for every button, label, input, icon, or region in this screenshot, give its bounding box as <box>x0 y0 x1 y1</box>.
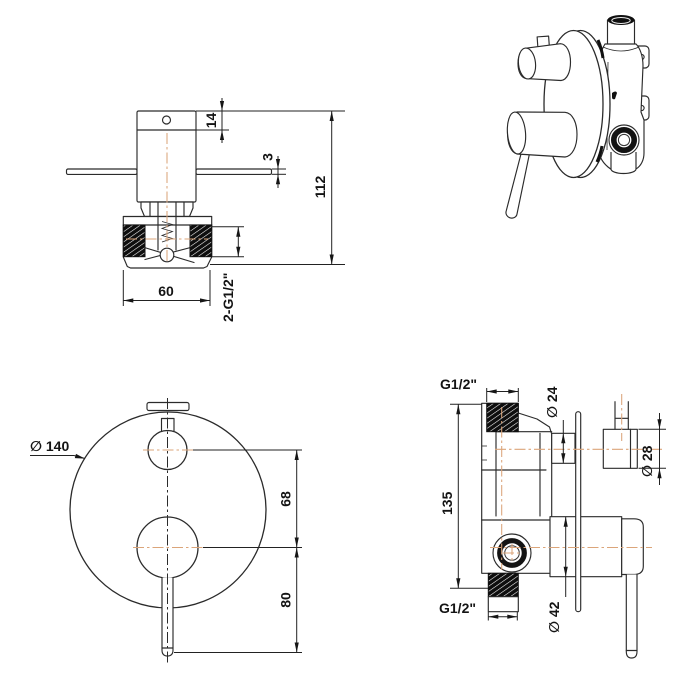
bottom-pipe-stub <box>487 596 519 613</box>
wall-plate-edge-section <box>575 411 582 613</box>
dim-body-width: 60 <box>122 270 211 306</box>
dim-label: 60 <box>158 283 174 299</box>
diverter-knob-section <box>602 401 638 469</box>
dim-center-spacing: 68 <box>193 449 302 548</box>
valve-body-section <box>481 402 553 613</box>
mixer-handle-3d <box>505 111 578 219</box>
dim-label: ∅ 42 <box>546 601 562 633</box>
dim-label: 14 <box>203 113 219 129</box>
rough-in-body-3d <box>597 15 650 175</box>
thread-port-left <box>122 224 146 258</box>
view-front: ∅ 140 68 80 <box>30 398 302 663</box>
dim-label: G1/2" <box>440 376 477 392</box>
handle-lever <box>505 151 531 219</box>
dim-stem-diameter: ∅ 24 <box>544 386 566 464</box>
handle-lever-section <box>625 574 638 659</box>
valve-body-side <box>122 215 213 269</box>
dim-top-thread: G1/2" <box>440 376 519 402</box>
view-side-elevation: 14 3 112 60 <box>65 98 345 322</box>
dim-handle-diameter: ∅ 42 <box>546 516 568 633</box>
dim-lever-length: 80 <box>174 547 302 653</box>
view-3d-perspective <box>505 15 650 219</box>
dim-label: 112 <box>312 175 328 198</box>
dim-label: 135 <box>439 491 455 515</box>
dim-cap-height: 14 <box>196 98 345 143</box>
dim-label: 68 <box>278 491 294 507</box>
dim-label: ∅ 28 <box>639 445 655 477</box>
dim-label: G1/2" <box>439 600 476 616</box>
thread-port-right <box>189 224 213 258</box>
diverter-knob-3d <box>517 35 572 82</box>
dim-label: ∅ 24 <box>544 386 560 418</box>
dim-body-height: 135 <box>439 403 488 589</box>
set-screw-hole <box>161 115 172 125</box>
dim-label: ∅ 140 <box>30 438 69 454</box>
mixer-handle-section <box>549 516 644 659</box>
bottom-thread-port <box>487 572 519 598</box>
top-thread-port <box>486 402 519 433</box>
dim-knob-diameter: ∅ 28 <box>638 413 666 485</box>
dim-plate-diameter: ∅ 140 <box>30 438 85 459</box>
bottom-pipe-stub <box>610 152 637 175</box>
view-side-section: G1/2" ∅ 24 ∅ 28 <box>439 376 666 659</box>
dim-label: 3 <box>260 153 276 161</box>
dim-total-height: 112 <box>210 111 345 265</box>
body-mark <box>612 91 617 100</box>
dim-label: 2-G1/2" <box>220 273 236 322</box>
dim-label: 80 <box>278 592 294 608</box>
dim-thread-spec: 2-G1/2" <box>211 226 244 322</box>
dim-bottom-thread: G1/2" <box>439 600 518 621</box>
dim-plate-thickness: 3 <box>260 153 286 188</box>
